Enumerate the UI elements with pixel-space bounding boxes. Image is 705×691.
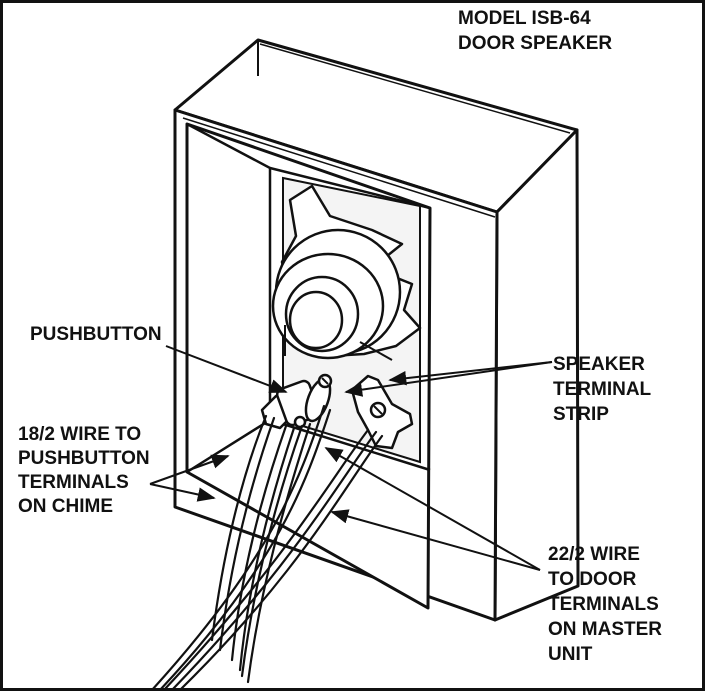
arrow-18-2-b: [149, 483, 216, 502]
wire-18-2-line-1: 18/2 WIRE TO: [18, 424, 141, 445]
wire-18-2-line-3: TERMINALS: [18, 472, 129, 493]
wire-18-2-line-4: ON CHIME: [18, 496, 113, 517]
arrow-speaker-terminal-b: [388, 361, 553, 386]
arrow-18-2-a: [149, 454, 230, 485]
title-line-1: MODEL ISB-64: [458, 8, 591, 29]
speaker-terminal-line-1: SPEAKER: [553, 354, 645, 375]
arrow-speaker-terminal-a: [344, 361, 553, 397]
arrow-22-2-a: [324, 447, 541, 571]
speaker-terminal-strip: [350, 374, 414, 450]
wire-18-2-label: 18/2 WIRE TO PUSHBUTTON TERMINALS ON CHI…: [18, 424, 150, 517]
speaker-terminal-line-3: STRIP: [553, 404, 609, 425]
speaker-cone: [271, 184, 422, 361]
wire-bundle: [150, 404, 384, 691]
pushbutton-line-1: PUSHBUTTON: [30, 324, 162, 345]
speaker-terminal-line-2: TERMINAL: [553, 379, 652, 400]
wire-22-2-line-1: 22/2 WIRE: [548, 544, 640, 565]
wire-18-2-line-2: PUSHBUTTON: [18, 448, 150, 469]
wire-22-2-line-2: TO DOOR: [548, 569, 637, 590]
wire-22-2-line-5: UNIT: [548, 644, 593, 665]
arrow-22-2-b: [330, 509, 541, 571]
leader-arrows: [149, 345, 553, 571]
arrow-pushbutton: [165, 345, 288, 393]
wire-22-2-line-3: TERMINALS: [548, 594, 659, 615]
wire-22-2-label: 22/2 WIRE TO DOOR TERMINALS ON MASTER UN…: [548, 544, 662, 665]
pushbutton-label: PUSHBUTTON: [30, 324, 162, 345]
speaker-terminal-strip-label: SPEAKER TERMINAL STRIP: [553, 354, 652, 425]
title-label: MODEL ISB-64 DOOR SPEAKER: [458, 8, 612, 54]
wire-22-2-line-4: ON MASTER: [548, 619, 662, 640]
title-line-2: DOOR SPEAKER: [458, 33, 612, 54]
